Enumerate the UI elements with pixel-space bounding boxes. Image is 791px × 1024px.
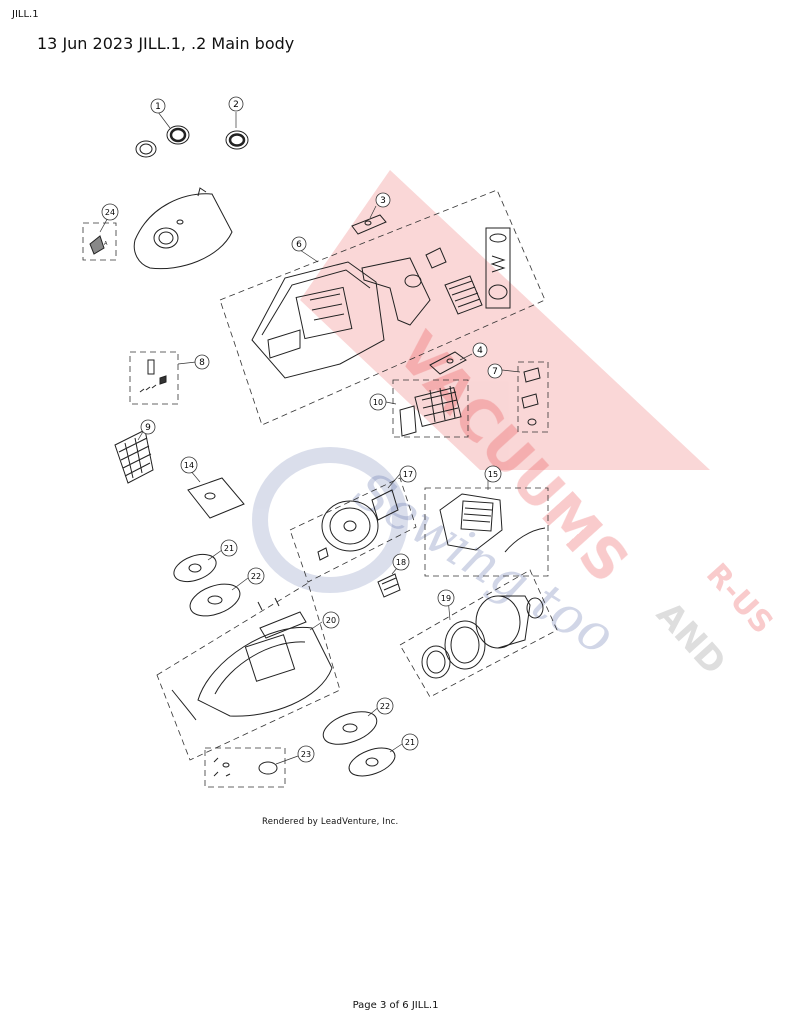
svg-text:18: 18: [396, 558, 406, 567]
part-15-filter-housing: [439, 493, 546, 553]
svg-text:19: 19: [441, 594, 451, 603]
callout-24: 24: [101, 203, 119, 221]
callout-21-lower: 21: [401, 733, 419, 751]
svg-text:6: 6: [296, 240, 302, 250]
group-frame-15: [424, 487, 549, 577]
callout-17: 17: [399, 465, 417, 483]
part-24-button: A: [89, 235, 108, 255]
part-17-cord-reel: [317, 489, 399, 561]
part-21-wheel-cover-lower: [348, 747, 396, 777]
render-credit: Rendered by LeadVenture, Inc.: [262, 817, 399, 827]
part-22-wheel-lower: [322, 711, 378, 745]
group-frame-main-housing: [219, 189, 546, 426]
group-frame-17: [289, 477, 417, 583]
callout-3: 3: [375, 192, 391, 208]
part-20-base: [171, 597, 333, 721]
callout-10: 10: [369, 393, 387, 411]
watermark-text-rus: R-US: [699, 557, 780, 641]
callout-14: 14: [180, 456, 198, 474]
group-frame-19: [399, 569, 558, 698]
callout-6: 6: [291, 236, 307, 252]
part-19-motor: [421, 595, 544, 679]
watermark-blue-swirl: [252, 447, 408, 593]
svg-text:22: 22: [380, 702, 390, 711]
callouts: 1 2 3 4 6 7 8 9 10 14 15 17 18 19 20 21 …: [101, 96, 503, 763]
svg-text:17: 17: [403, 470, 413, 479]
group-frame-10: [392, 379, 469, 438]
part-22-wheel-upper: [189, 583, 241, 617]
svg-text:15: 15: [488, 470, 498, 479]
part-14-bag: [187, 477, 245, 519]
svg-text:9: 9: [145, 423, 151, 433]
callout-7: 7: [487, 363, 503, 379]
callout-18: 18: [392, 553, 410, 571]
callout-22-upper: 22: [247, 567, 265, 585]
callout-22-lower: 22: [376, 697, 394, 715]
page-footer: Page 3 of 6 JILL.1: [352, 1000, 439, 1011]
callout-1: 1: [150, 98, 166, 114]
document-code: JILL.1: [12, 9, 39, 20]
svg-text:A: A: [104, 241, 108, 247]
svg-text:21: 21: [405, 738, 415, 747]
callout-8: 8: [194, 354, 210, 370]
part-2-ring: [225, 130, 249, 150]
watermark-red-triangle: [300, 170, 710, 470]
part-6-main-housing: [251, 227, 511, 379]
callout-15: 15: [484, 465, 502, 483]
svg-text:14: 14: [184, 461, 194, 470]
svg-text:21: 21: [190, 546, 201, 556]
group-frame-7: [517, 361, 549, 433]
svg-text:23: 23: [301, 750, 311, 759]
group-frame-20: [156, 582, 341, 761]
callout-21-upper: 21: [220, 539, 238, 557]
group-frame-23: [204, 747, 286, 788]
svg-text:10: 10: [373, 398, 383, 407]
callout-20: 20: [322, 611, 340, 629]
part-21-wheel-cover-upper: [173, 553, 217, 583]
callout-4: 4: [472, 342, 488, 358]
callout-2: 2: [228, 96, 244, 112]
watermark-text-and: AND: [648, 594, 733, 682]
part-8-small-parts: [139, 359, 167, 393]
callout-23: 23: [297, 745, 315, 763]
part-1-rings: [135, 125, 190, 158]
svg-text:7: 7: [492, 367, 498, 377]
watermark: [252, 170, 710, 593]
svg-text:4: 4: [477, 346, 483, 356]
svg-text:1: 1: [155, 102, 161, 112]
page-title: 13 Jun 2023 JILL.1, .2 Main body: [37, 34, 295, 53]
part-10-filter: [399, 385, 462, 437]
part-9-grille: [114, 429, 154, 484]
part-7-set: [521, 367, 541, 426]
svg-text:24: 24: [105, 208, 115, 217]
svg-text:22: 22: [251, 572, 261, 581]
svg-text:20: 20: [326, 616, 336, 625]
part-23-small-parts: [213, 757, 278, 777]
svg-text:3: 3: [380, 196, 386, 206]
svg-text:21: 21: [224, 544, 234, 553]
svg-text:8: 8: [199, 358, 205, 368]
svg-text:2: 2: [233, 100, 239, 110]
group-frame-24: [82, 222, 117, 261]
part-18-connector: [377, 573, 401, 598]
part-top-lid: [133, 187, 233, 270]
group-frame-8: [129, 351, 179, 405]
part-4-cover: [429, 351, 467, 375]
callout-19: 19: [437, 589, 455, 607]
part-3-latch: [351, 214, 387, 235]
callout-9: 9: [140, 419, 156, 435]
